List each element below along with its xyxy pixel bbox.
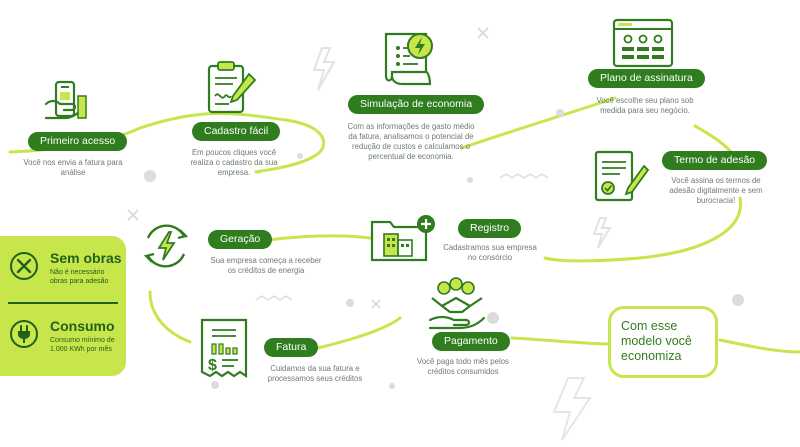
folder-building-icon — [370, 215, 435, 262]
side-title-consumo: Consumo — [50, 318, 115, 334]
decor-dot — [556, 109, 564, 117]
browser-plans-icon — [612, 18, 674, 68]
lightning-decor-icon — [312, 47, 336, 91]
decor-cross — [127, 209, 139, 221]
side-title-sem-obras: Sem obras — [50, 250, 122, 266]
step-desc-termo-de-adesao: Você assina os termos de adesão digitalm… — [669, 176, 763, 205]
decor-dot — [144, 170, 156, 182]
invoice-icon: $ — [200, 318, 248, 379]
final-message-box: Com esse modelo você economiza — [608, 306, 718, 378]
step-desc-cadastro-facil: Em poucos cliques você realiza o cadastr… — [190, 148, 278, 177]
step-desc-fatura: Cuidamos da sua fatura e processamos seu… — [267, 364, 363, 383]
handshake-payment-icon — [428, 277, 486, 330]
decor-zigzag — [499, 173, 549, 179]
step-desc-simulacao-de-economia: Com as informações de gasto médio da fat… — [347, 122, 475, 161]
lightning-decor-icon — [552, 377, 592, 441]
step-title-termo-de-adesao: Termo de adesão — [662, 151, 768, 170]
plug-icon — [10, 320, 38, 348]
step-title-pagamento: Pagamento — [432, 332, 510, 351]
step-title-geracao: Geração — [208, 230, 273, 249]
side-divider — [8, 302, 118, 304]
decor-dot — [732, 294, 744, 306]
step-desc-primeiro-acesso: Você nos envia a fatura para análise — [23, 158, 123, 177]
step-title-simulacao-de-economia: Simulação de economia — [348, 95, 485, 114]
benefits-card: Sem obras Não é necessário obras para ad… — [0, 236, 126, 376]
hand-phone-icon — [44, 80, 87, 120]
decor-dot — [467, 177, 473, 183]
step-desc-registro: Cadastramos sua empresa no consórcio — [443, 243, 537, 262]
step-desc-plano-de-assinatura: Você escolhe seu plano sob medida para s… — [596, 96, 694, 115]
step-title-primeiro-acesso: Primeiro acesso — [28, 132, 128, 151]
decor-dot — [297, 153, 303, 159]
step-title-registro: Registro — [458, 219, 522, 238]
step-title-cadastro-facil: Cadastro fácil — [192, 122, 281, 141]
decor-cross — [371, 299, 381, 309]
step-title-plano-de-assinatura: Plano de assinatura — [588, 69, 705, 88]
side-desc-sem-obras: Não é necessário obras para adesão — [50, 269, 109, 285]
decor-zigzag — [255, 295, 293, 301]
decor-dot — [487, 312, 499, 324]
step-title-fatura: Fatura — [264, 338, 319, 357]
signed-document-icon — [594, 150, 650, 202]
energy-cycle-icon — [143, 224, 189, 268]
svg-text:$: $ — [208, 357, 217, 374]
lightning-decor-icon — [592, 217, 612, 249]
decor-cross — [477, 27, 489, 39]
decor-dot — [211, 381, 219, 389]
step-desc-geracao: Sua empresa começa a receber os créditos… — [210, 256, 322, 275]
decor-dot — [389, 383, 395, 389]
no-tools-icon — [10, 252, 38, 280]
step-desc-pagamento: Você paga todo mês pelos créditos consum… — [417, 357, 509, 376]
energy-bill-icon — [384, 32, 433, 86]
side-desc-consumo: Consumo mínimo de 1.000 KWh por mês — [50, 337, 115, 353]
clipboard-form-icon — [207, 61, 257, 114]
final-message: Com esse modelo você economiza — [621, 319, 692, 363]
decor-dot — [346, 299, 354, 307]
